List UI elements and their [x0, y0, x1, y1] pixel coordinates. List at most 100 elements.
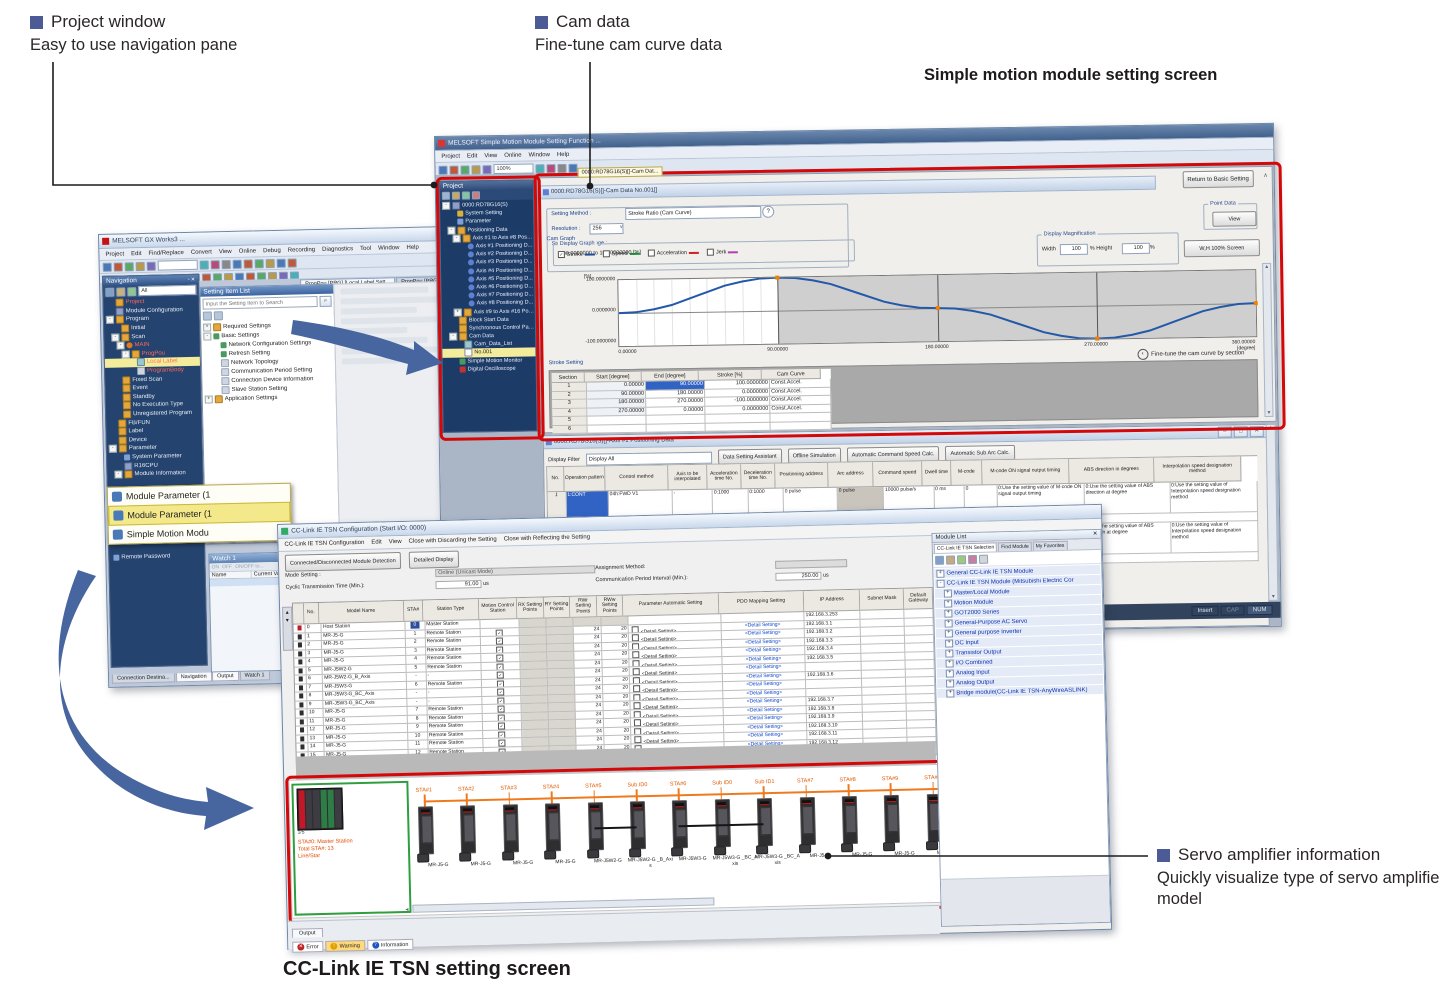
menu-edit[interactable]: Edit [466, 152, 478, 159]
checkbox-icon[interactable] [633, 685, 641, 693]
stroke-cell[interactable]: 6 [552, 425, 588, 435]
scroll-down-icon[interactable]: ▼ [1266, 409, 1272, 416]
detail-setting-link[interactable]: <Detail Setting> [744, 621, 781, 629]
expander-icon[interactable]: + [936, 569, 945, 578]
checkbox-icon[interactable] [632, 642, 640, 650]
detail-setting-link[interactable]: <Detail Setting> [745, 655, 782, 663]
checkbox-icon[interactable] [634, 727, 642, 735]
collapse-icon[interactable] [967, 554, 978, 565]
checkbox-icon[interactable]: ✓ [496, 654, 504, 662]
scroll-left-icon[interactable]: ◄ [404, 906, 410, 913]
checkbox-icon[interactable]: ✓ [497, 705, 505, 713]
servo-amplifier-icon[interactable] [545, 803, 562, 852]
checkbox-icon[interactable]: ✓ [498, 722, 506, 730]
menu-project[interactable]: Project [441, 153, 461, 160]
cam-title-bar[interactable]: 0000:RD78G16(S)[]-Cam Data No.001[] [539, 175, 1156, 200]
checkbox-icon[interactable] [632, 668, 640, 676]
chip-warning[interactable]: !Warning [325, 939, 365, 952]
menu-tool[interactable]: Tool [360, 245, 372, 252]
menu-recording[interactable]: Recording [287, 246, 316, 254]
checkbox-icon[interactable]: ✓ [497, 696, 505, 705]
cam-vertical-scrollbar[interactable]: ▲ ▼ [1262, 262, 1274, 417]
menu-view[interactable]: View [484, 152, 498, 159]
nav-filter-combo[interactable]: All [138, 284, 197, 297]
expander-icon[interactable]: + [946, 689, 955, 698]
search-icon[interactable]: ⌕ [319, 295, 332, 307]
pos-cell[interactable]: 0:Use the setting value of Interpolation… [1170, 481, 1259, 514]
expander-icon[interactable]: - [449, 332, 458, 341]
expander-icon[interactable]: + [944, 609, 953, 618]
expander-icon[interactable]: + [945, 669, 954, 678]
servo-amplifier-icon[interactable] [841, 795, 858, 845]
checkbox-icon[interactable]: ✓ [497, 680, 505, 688]
menu-edit[interactable]: Edit [371, 539, 382, 546]
toolbar-icon[interactable] [254, 258, 264, 268]
detail-setting-link[interactable]: <Detail Setting> [747, 723, 783, 731]
return-to-basic-setting-button[interactable]: Return to Basic Setting [1182, 170, 1254, 189]
toolbar-icon[interactable] [471, 164, 481, 174]
order-icon[interactable] [945, 555, 956, 565]
checkbox-icon[interactable] [633, 710, 641, 718]
watch-tool-off[interactable]: OFF [222, 564, 233, 571]
toolbar-icon[interactable] [535, 163, 545, 173]
watch-tool-on-off-to[interactable]: ON/OFF to... [235, 563, 264, 570]
toolbar-icon[interactable] [221, 259, 231, 269]
expander-icon[interactable]: + [453, 308, 462, 317]
checkbox-icon[interactable]: ✓ [495, 637, 504, 645]
expander-icon[interactable]: + [945, 649, 954, 658]
close-icon[interactable]: ✕ [1092, 530, 1098, 538]
expander-icon[interactable]: - [936, 579, 945, 588]
tab-watch-1[interactable]: Watch 1 [239, 671, 270, 681]
copy-icon[interactable] [451, 191, 461, 200]
width-value[interactable]: 100 [1059, 243, 1088, 256]
detail-setting-link[interactable]: <Detail Setting> [745, 663, 782, 671]
expander-icon[interactable]: - [121, 350, 130, 359]
expander-icon[interactable]: - [114, 470, 123, 479]
paste-icon[interactable] [461, 191, 471, 200]
detail-setting-link[interactable]: <Detail Setting> [745, 646, 782, 654]
tab-navigation[interactable]: Navigation [175, 672, 212, 683]
expander-icon[interactable]: + [943, 589, 952, 598]
toolbar-icon[interactable] [232, 259, 242, 269]
help-icon[interactable]: ? [762, 205, 775, 218]
servo-amplifier-icon[interactable] [417, 806, 435, 855]
toolbar-icon[interactable] [460, 164, 470, 175]
height-value[interactable]: 100 [1121, 242, 1150, 255]
curve-marker[interactable] [775, 275, 780, 280]
detail-setting-link[interactable]: <Detail Setting> [745, 638, 781, 646]
servo-amplifier-icon[interactable] [502, 804, 519, 853]
menu-project[interactable]: Project [105, 250, 125, 258]
setting-method-value[interactable]: Stroke Ratio (Cam Curve) [625, 205, 762, 221]
menu-convert[interactable]: Convert [190, 248, 212, 256]
expander-icon[interactable]: - [442, 201, 451, 210]
arrow-up-icon[interactable]: ▲ [284, 609, 290, 616]
checkbox-icon[interactable] [632, 659, 640, 667]
expander-icon[interactable]: - [203, 331, 212, 341]
checkbox-icon[interactable]: ✓ [495, 629, 503, 637]
menu-diagnostics[interactable]: Diagnostics [322, 245, 354, 253]
expand-icon[interactable] [956, 555, 967, 565]
checkbox-icon[interactable] [634, 736, 642, 744]
toolbar-icon[interactable] [568, 163, 578, 173]
detail-setting-link[interactable]: <Detail Setting> [747, 731, 784, 739]
collapse-arrow-icon[interactable]: ∧ [1263, 172, 1268, 179]
checkbox-icon[interactable]: ✓ [557, 250, 565, 259]
menu-find-replace[interactable]: Find/Replace [148, 249, 184, 257]
tree-item-module-information[interactable]: -Module Information [107, 469, 202, 480]
servo-amplifier-icon[interactable] [460, 805, 477, 854]
toolbar-icon[interactable] [124, 261, 134, 271]
sm-doc-tab[interactable]: 0000:RD78G16(S)[]-Cam Dat... [577, 166, 663, 178]
chip-error[interactable]: ✕Error [292, 940, 324, 953]
view-button[interactable]: View [1212, 211, 1257, 227]
stroke-cell[interactable] [587, 424, 647, 434]
toolbar-icon[interactable] [102, 262, 112, 272]
scroll-up-icon[interactable]: ▲ [1264, 263, 1270, 270]
detail-setting-link[interactable]: <Detail Setting> [746, 689, 783, 697]
detail-setting-link[interactable]: <Detail Setting> [746, 697, 783, 705]
checkbox-icon[interactable] [602, 250, 610, 258]
checkbox-icon[interactable]: ✓ [496, 663, 504, 671]
checkbox-icon[interactable]: ✓ [497, 688, 505, 696]
zoom-combo[interactable]: 100% [493, 163, 534, 175]
delete-icon[interactable] [978, 554, 989, 564]
expander-icon[interactable]: + [945, 659, 954, 668]
